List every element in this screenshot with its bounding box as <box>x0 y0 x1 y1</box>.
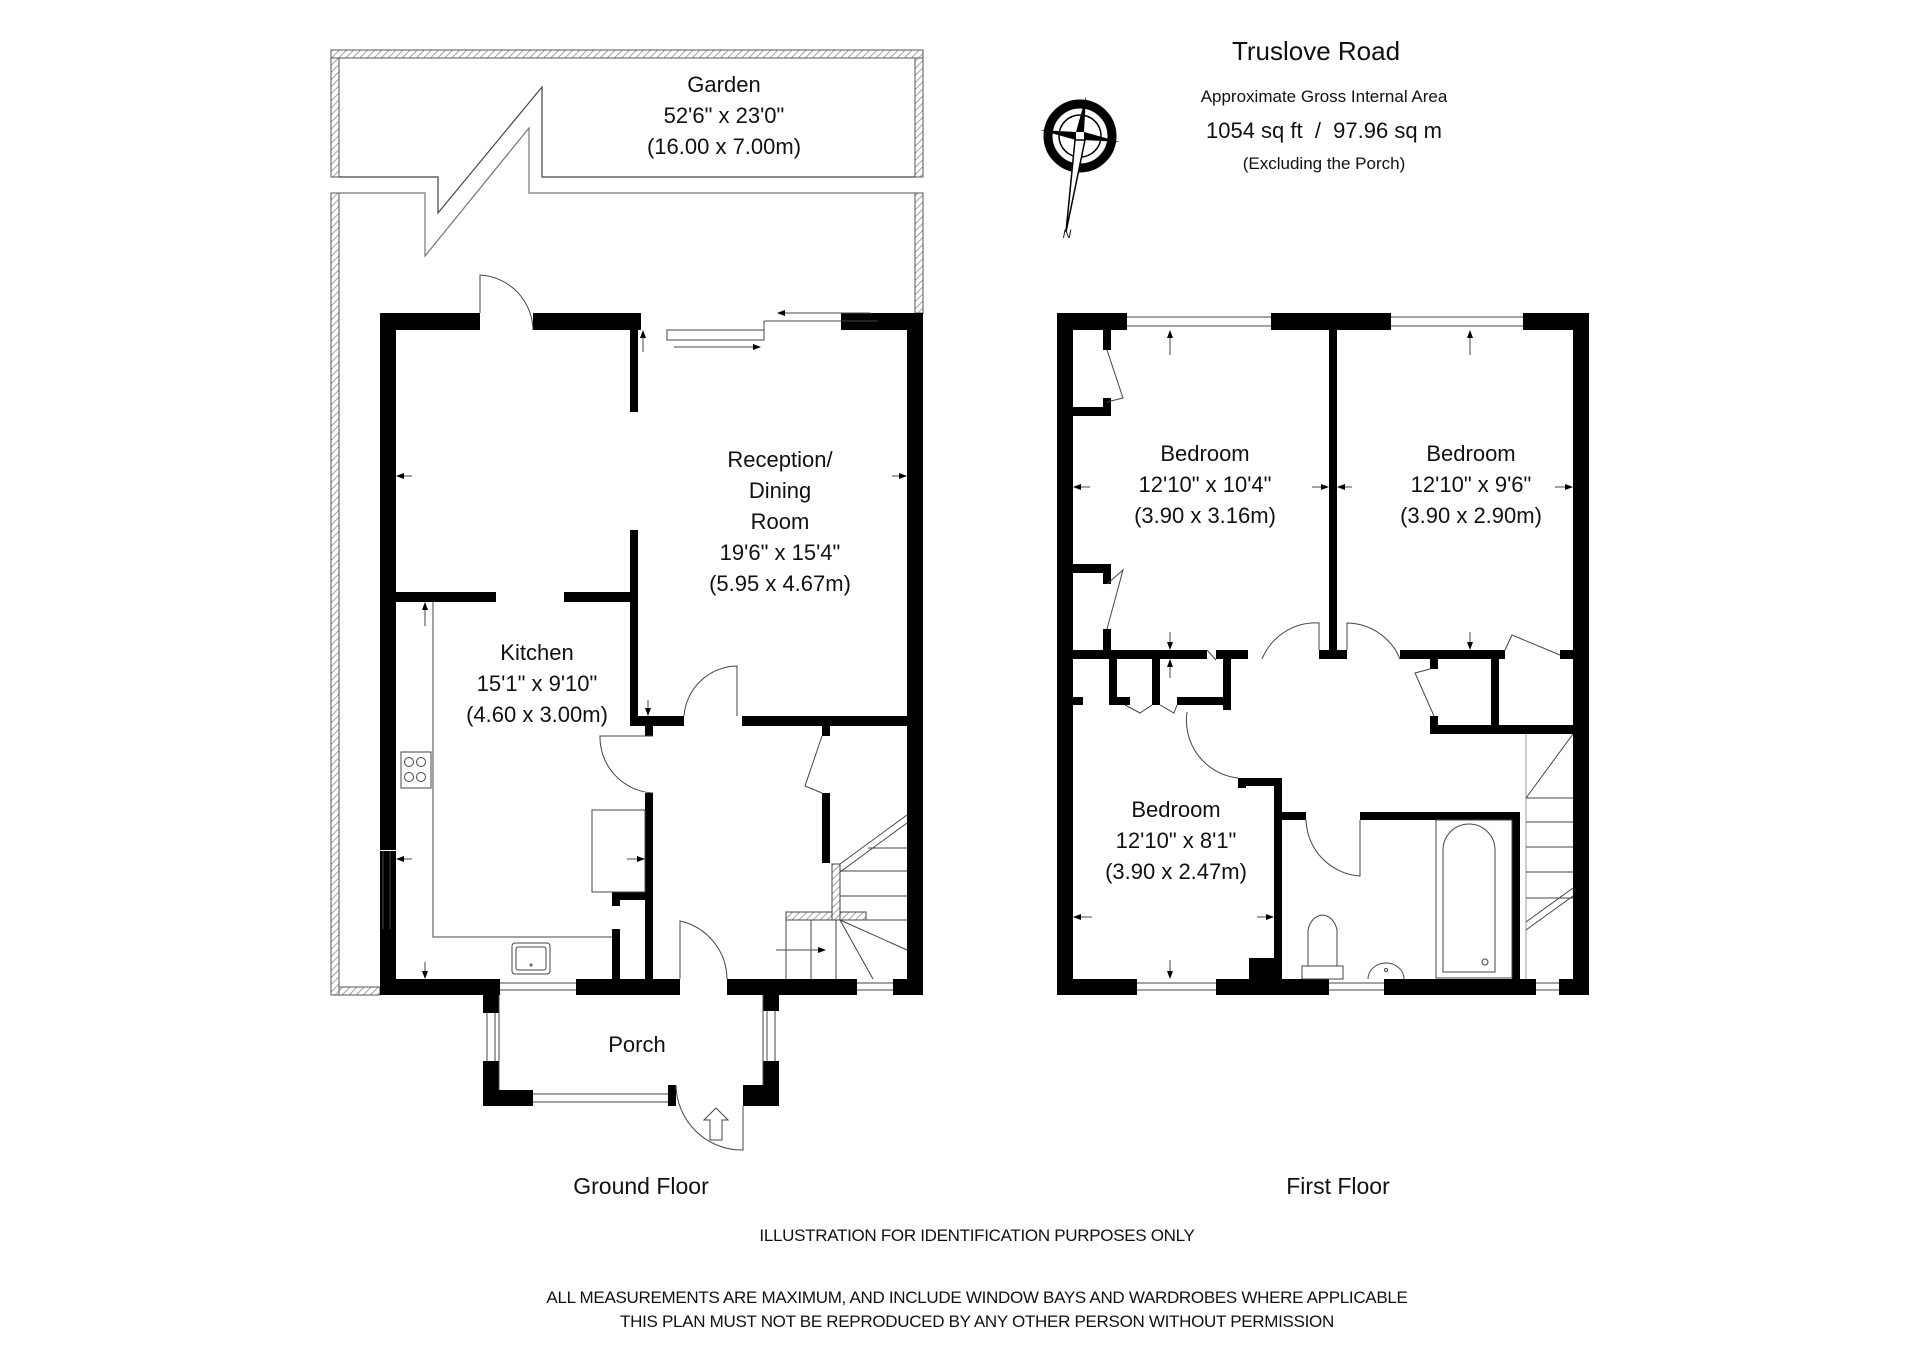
room-name: Reception/ <box>727 447 833 472</box>
room-size-imperial: 12'10" x 9'6" <box>1410 472 1532 497</box>
room-label-reception: Reception/ Dining Room 19'6" x 15'4" (5.… <box>709 444 851 599</box>
area-note: (Excluding the Porch) <box>1242 154 1406 173</box>
room-label-bedroom-3: Bedroom 12'10" x 8'1" (3.90 x 2.47m) <box>1105 794 1247 887</box>
ground-floor-fixtures <box>382 274 908 1151</box>
room-name: Dining <box>748 478 812 503</box>
room-label-bedroom-2: Bedroom 12'10" x 9'6" (3.90 x 2.90m) <box>1400 438 1542 531</box>
room-name: Porch <box>608 1032 666 1057</box>
compass-north-label: N <box>1062 227 1072 241</box>
room-size-imperial: 15'1" x 9'10" <box>476 671 598 696</box>
room-name: Kitchen <box>500 640 574 665</box>
garden-boundary <box>330 49 924 996</box>
room-size-metric: (3.90 x 3.16m) <box>1134 503 1276 528</box>
room-name: Bedroom <box>1160 441 1250 466</box>
room-size-metric: (3.90 x 2.90m) <box>1400 503 1542 528</box>
room-name: Bedroom <box>1426 441 1516 466</box>
disclaimer-measurements: ALL MEASUREMENTS ARE MAXIMUM, AND INCLUD… <box>546 1288 1408 1307</box>
room-size-metric: (5.95 x 4.67m) <box>709 571 851 596</box>
room-size-imperial: 12'10" x 10'4" <box>1138 472 1272 497</box>
property-title: Truslove Road <box>1231 36 1401 66</box>
room-label-kitchen: Kitchen 15'1" x 9'10" (4.60 x 3.00m) <box>466 637 608 730</box>
area-caption: Approximate Gross Internal Area <box>1200 87 1448 106</box>
ground-floor-walls <box>380 313 923 1106</box>
room-label-porch: Porch <box>608 1029 665 1060</box>
room-label-garden: Garden 52'6" x 23'0" (16.00 x 7.00m) <box>647 69 801 162</box>
first-floor-label: First Floor <box>1286 1173 1390 1199</box>
ground-floor-label: Ground Floor <box>573 1173 709 1199</box>
room-size-metric: (4.60 x 3.00m) <box>466 702 608 727</box>
first-floor-fixtures <box>1073 316 1574 991</box>
room-size-metric: (16.00 x 7.00m) <box>646 134 802 159</box>
compass-rose-icon <box>1040 96 1120 233</box>
room-label-bedroom-1: Bedroom 12'10" x 10'4" (3.90 x 3.16m) <box>1134 438 1276 531</box>
room-size-imperial: 52'6" x 23'0" <box>663 103 785 128</box>
disclaimer-copyright: THIS PLAN MUST NOT BE REPRODUCED BY ANY … <box>620 1312 1334 1331</box>
disclaimer-illustration: ILLUSTRATION FOR IDENTIFICATION PURPOSES… <box>759 1226 1195 1245</box>
room-name: Garden <box>687 72 761 97</box>
room-size-metric: (3.90 x 2.47m) <box>1105 859 1247 884</box>
room-name: Bedroom <box>1131 797 1221 822</box>
first-floor-walls <box>1057 313 1589 995</box>
room-size-imperial: 12'10" x 8'1" <box>1115 828 1237 853</box>
room-name: Room <box>750 509 810 534</box>
area-value: 1054 sq ft / 97.96 sq m <box>1205 118 1443 143</box>
room-size-imperial: 19'6" x 15'4" <box>719 540 841 565</box>
